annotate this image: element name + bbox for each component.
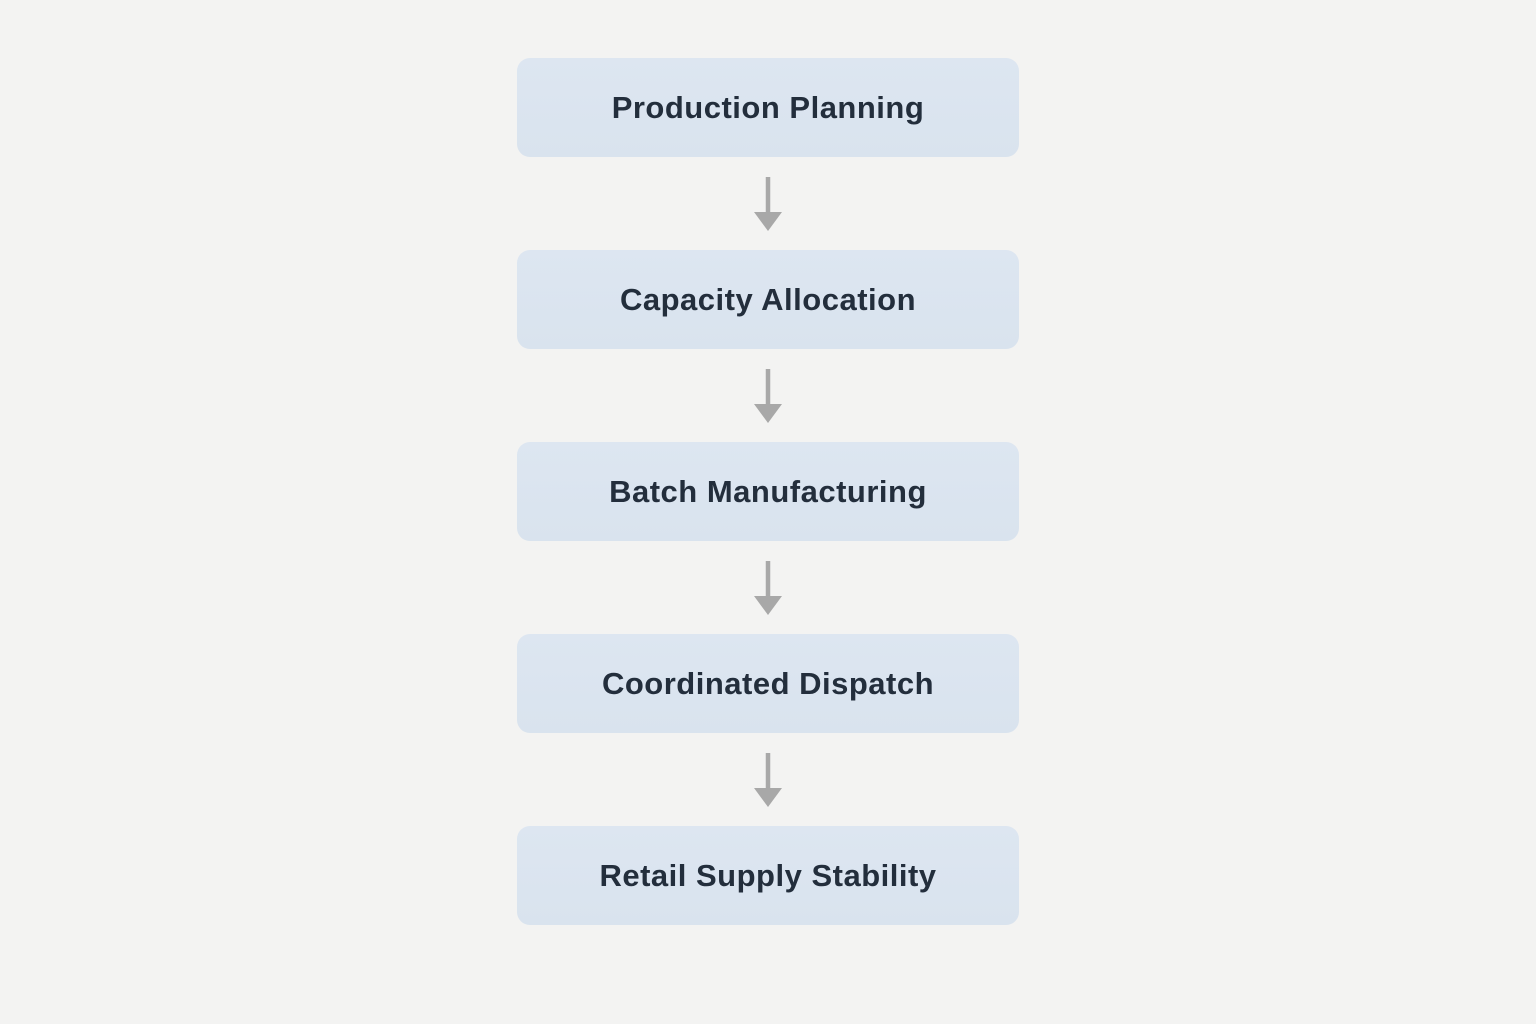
flow-node-label: Coordinated Dispatch [601, 665, 935, 701]
down-arrow-icon [750, 733, 786, 826]
flow-node-label: Capacity Allocation [619, 281, 917, 317]
flow-node-label: Batch Manufacturing [609, 473, 927, 509]
down-arrow-icon [750, 157, 786, 250]
flow-node-label: Production Planning [611, 89, 925, 125]
flow-node-batch-manufacturing: Batch Manufacturing [517, 442, 1019, 541]
flow-node-coordinated-dispatch: Coordinated Dispatch [517, 634, 1019, 733]
down-arrow-icon [750, 349, 786, 442]
flow-node-label: Retail Supply Stability [599, 857, 937, 893]
flow-node-capacity-allocation: Capacity Allocation [517, 250, 1019, 349]
flow-node-retail-supply-stability: Retail Supply Stability [517, 826, 1019, 925]
down-arrow-icon [750, 541, 786, 634]
flow-node-production-planning: Production Planning [517, 58, 1019, 157]
